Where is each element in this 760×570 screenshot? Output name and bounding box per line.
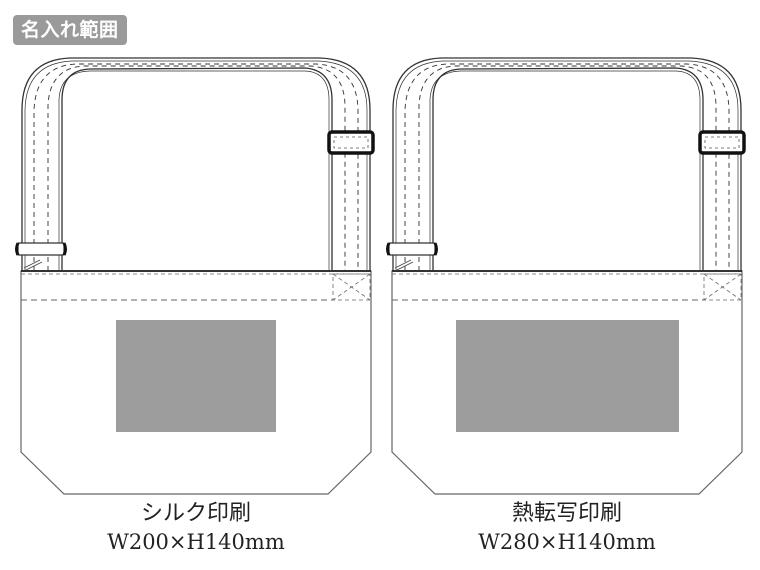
print-size-label: W200×H140mm [107, 530, 285, 554]
print-method-label: 熱転写印刷 [511, 501, 622, 526]
print-size-label: W280×H140mm [478, 530, 656, 554]
bag-silk-print [15, 57, 375, 495]
print-method-label: シルク印刷 [140, 501, 251, 526]
bag-heat-transfer [386, 57, 746, 495]
caption-silk-print: シルク印刷 W200×H140mm [16, 500, 376, 556]
strap [21, 57, 371, 271]
print-area-silk [116, 320, 276, 432]
print-area-badge: 名入れ範囲 [13, 15, 127, 45]
strap-slider-icon [17, 242, 65, 256]
strap-buckle-icon [327, 130, 375, 155]
strap [392, 57, 742, 271]
strap-slider-icon [388, 242, 436, 256]
print-area-heat-transfer [456, 320, 679, 432]
caption-heat-transfer: 熱転写印刷 W280×H140mm [387, 500, 747, 556]
strap-buckle-icon [698, 130, 746, 155]
